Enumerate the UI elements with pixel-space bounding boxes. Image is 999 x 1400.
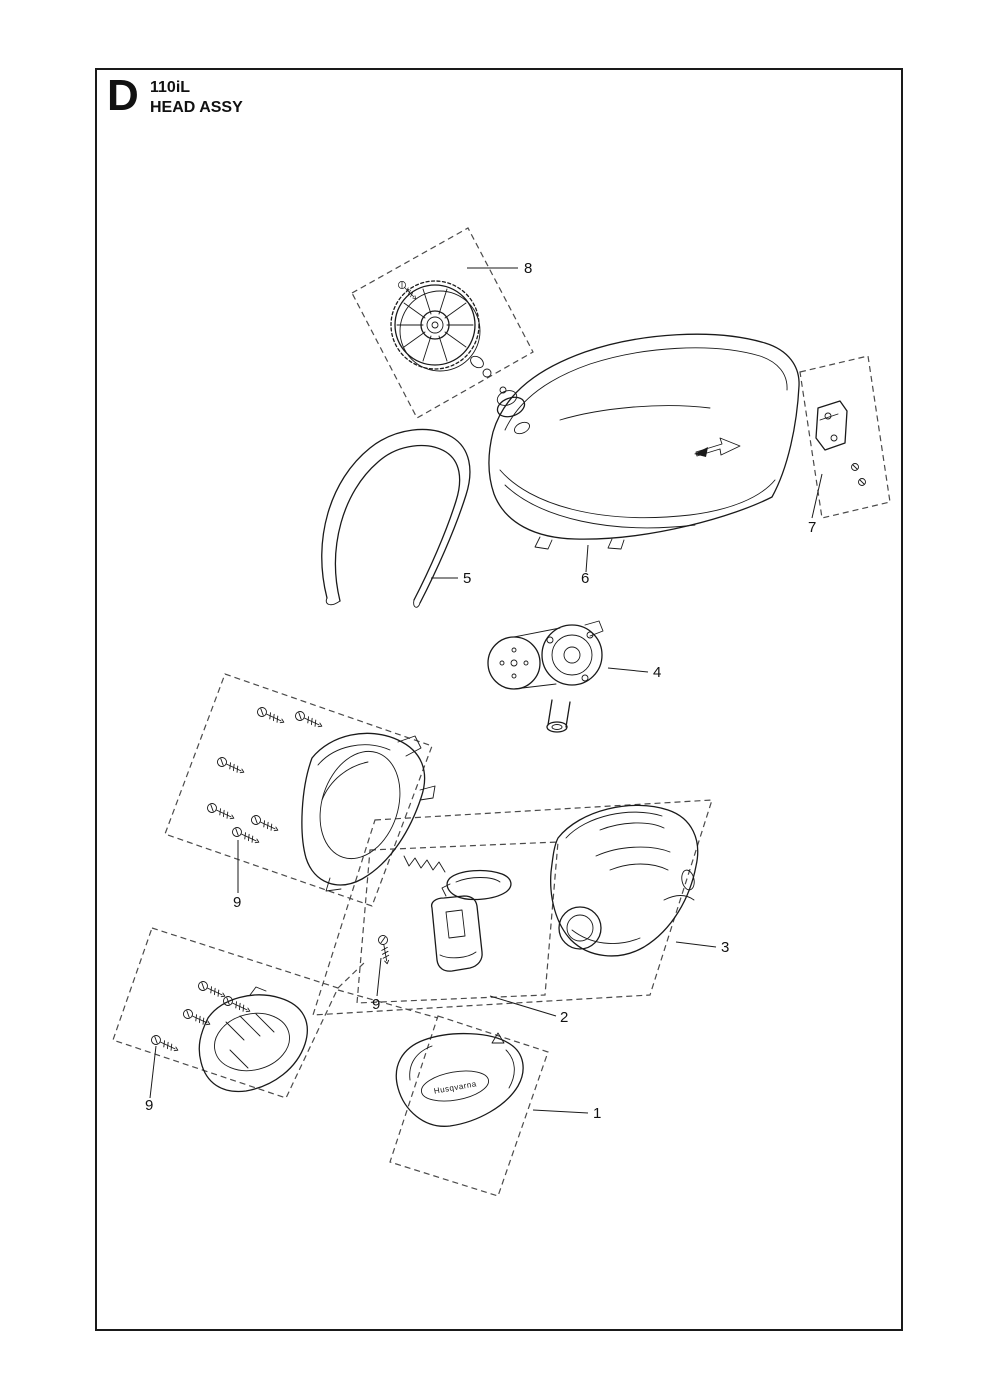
callout-3: 3 <box>721 939 729 956</box>
screw-icon <box>215 755 247 777</box>
leader-6 <box>585 544 589 573</box>
callout-6: 6 <box>581 570 589 587</box>
leader-9-bottom <box>149 1045 157 1099</box>
leader-7 <box>811 473 823 519</box>
screw-icon <box>196 979 228 1001</box>
brand-logo-text: Husqvarna <box>433 1079 477 1095</box>
callout-9-left: 9 <box>233 894 241 911</box>
screw-icon <box>377 934 393 965</box>
model-label: 110iL <box>150 79 191 96</box>
group-box-part2 <box>356 841 559 1004</box>
leader-9-mid <box>376 957 382 997</box>
group-box-part3 <box>312 799 713 1016</box>
callout-5: 5 <box>463 570 471 587</box>
callout-8: 8 <box>524 260 532 277</box>
group-box-part9-left <box>164 673 433 907</box>
group-box-part9-bottom <box>112 927 339 1099</box>
motor-assembly-drawing <box>487 620 604 733</box>
group-box-part1 <box>389 1015 549 1197</box>
loop-handle-drawing <box>321 428 471 608</box>
trigger-assembly-drawing <box>377 855 512 972</box>
screw-icon <box>255 705 287 727</box>
screw-icon <box>293 709 325 731</box>
callout-1: 1 <box>593 1105 601 1122</box>
group-connector-line <box>337 989 439 1019</box>
leader-4 <box>607 667 649 673</box>
screw-group-9-left <box>205 705 325 847</box>
screw-icon <box>249 813 281 835</box>
screw-icon <box>181 1007 213 1029</box>
cover-drawing: Husqvarna <box>395 1032 524 1127</box>
assembly-title: HEAD ASSY <box>150 99 243 116</box>
callout-9-mid: 9 <box>372 996 380 1013</box>
callout-4: 4 <box>653 664 661 681</box>
screw-icon <box>205 801 237 823</box>
screw-group-9-bottom <box>149 979 253 1055</box>
leader-1 <box>532 1109 589 1114</box>
callout-9-bottom: 9 <box>145 1097 153 1114</box>
section-letter: D <box>107 71 139 120</box>
screw-icon <box>149 1033 181 1055</box>
rear-housing-drawing <box>198 986 308 1093</box>
callout-2: 2 <box>560 1009 568 1026</box>
guard-drawing <box>488 333 800 550</box>
group-box-part8 <box>351 227 534 419</box>
fan-wheel-drawing <box>390 279 492 378</box>
leader-2 <box>489 995 557 1017</box>
main-housing-drawing <box>550 804 699 957</box>
callout-7: 7 <box>808 519 816 536</box>
motor-housing-left-drawing <box>301 732 436 892</box>
bracket-drawing <box>815 400 866 486</box>
leader-3 <box>675 941 717 948</box>
screw-icon <box>230 825 262 847</box>
group-connector-line <box>337 961 366 989</box>
page-border <box>95 68 903 1331</box>
